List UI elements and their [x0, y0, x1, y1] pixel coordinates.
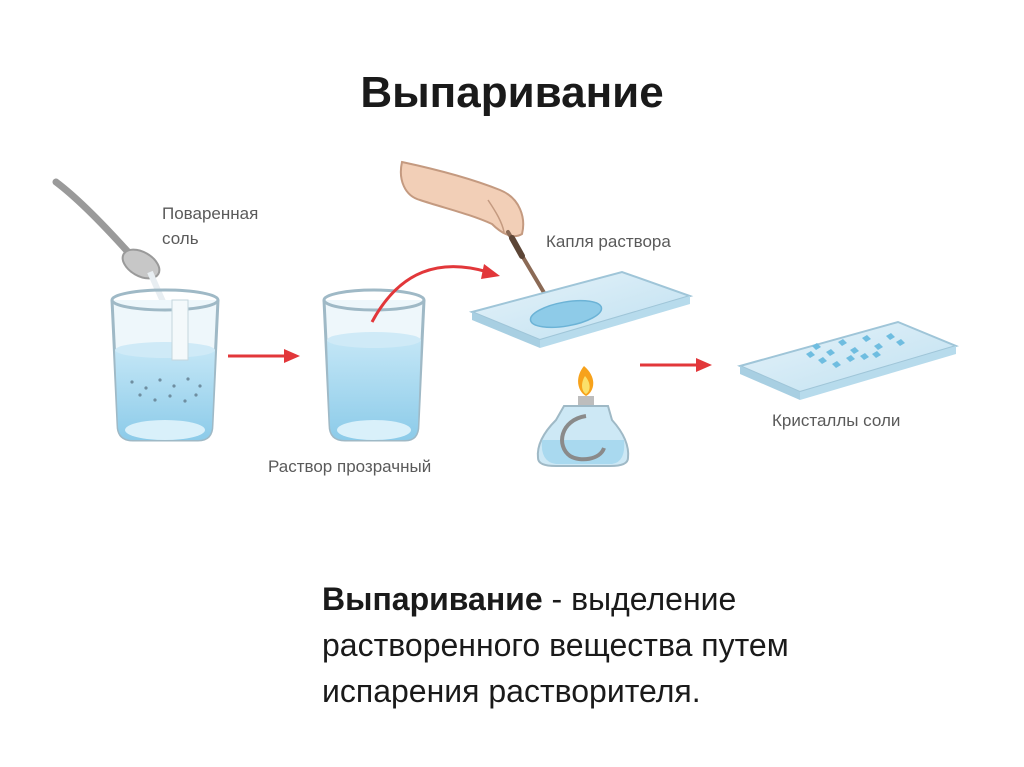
- beaker-solution: [322, 288, 426, 442]
- definition-text: Выпаривание - выделение растворенного ве…: [322, 576, 942, 714]
- definition-body: - выделение растворенного вещества путем…: [322, 581, 789, 709]
- label-salt-crystals: Кристаллы соли: [772, 411, 901, 430]
- label-clear-solution: Раствор прозрачный: [268, 457, 432, 476]
- spirit-lamp-icon: [536, 366, 630, 467]
- definition-term: Выпаривание: [322, 581, 543, 617]
- arrow-right-icon: [640, 358, 712, 372]
- label-table-salt-line1: Поваренная: [162, 204, 259, 223]
- curved-arrow-icon: [370, 264, 500, 323]
- glass-plate-crystals: [737, 320, 959, 400]
- label-solution-drop: Капля раствора: [546, 232, 671, 251]
- slide-title: Выпаривание: [360, 68, 664, 117]
- arrow-right-icon: [228, 349, 300, 363]
- glass-plate-drop: [468, 270, 694, 348]
- hand-dropper-icon: [400, 160, 548, 298]
- label-table-salt-line2: соль: [162, 229, 199, 248]
- beaker-salt: [110, 288, 220, 442]
